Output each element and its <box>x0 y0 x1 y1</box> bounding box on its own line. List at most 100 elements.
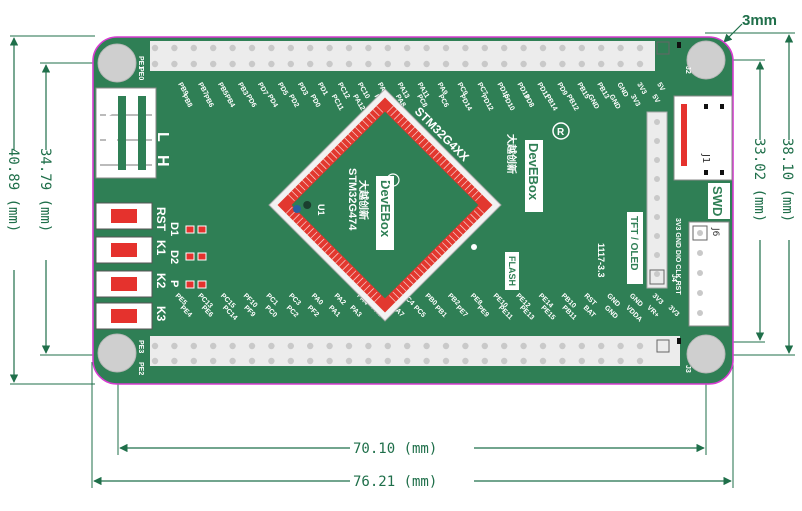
pin-hole <box>520 44 527 52</box>
pin-hole <box>559 357 566 365</box>
pin-label: 5V <box>655 82 666 93</box>
j3-label: J3 <box>684 365 691 373</box>
swd-pin-labels: 3V3 GND DIO CLK RST <box>674 218 681 295</box>
pin-hole <box>171 342 178 350</box>
pin-hole <box>578 342 585 350</box>
pin-hole <box>442 342 450 350</box>
tft-pin-hole <box>654 119 660 125</box>
pin-hole <box>423 357 430 365</box>
pin-hole <box>617 342 624 350</box>
pin-hole <box>598 44 605 52</box>
j1-label: J1 <box>700 153 711 163</box>
pin-hole <box>287 357 294 365</box>
pin-hole <box>229 357 236 365</box>
pin-hole <box>151 342 159 350</box>
chip-lead-stripes <box>285 105 485 303</box>
pin-hole <box>462 60 469 68</box>
d2-label: D2 <box>168 250 180 264</box>
swd-pin-hole <box>697 290 703 296</box>
pin-hole <box>190 357 197 365</box>
pin-hole <box>268 44 275 52</box>
hole-size-label: 3mm <box>742 12 777 29</box>
j2-pin1-square <box>656 41 670 55</box>
pin-hole <box>307 357 314 365</box>
pin-hole <box>423 44 430 52</box>
pin-hole <box>326 342 333 350</box>
tft-label: TFT / OLED <box>628 216 639 270</box>
swd-pin-hole <box>697 270 703 276</box>
pin-hole <box>520 60 527 68</box>
pin-hole <box>229 44 236 52</box>
chip-u1-label: U1 <box>316 204 326 216</box>
pin-hole <box>501 357 508 365</box>
usb-connector-j1 <box>673 95 733 181</box>
pin-hole <box>210 357 217 365</box>
pin-hole <box>287 342 294 350</box>
can-fd-label: CAN_FD <box>102 94 119 159</box>
pin-hole <box>151 60 159 68</box>
chip-brand-label: DevEBox <box>378 180 393 238</box>
hole-callout-arrow <box>723 23 743 43</box>
pin-hole <box>481 60 488 68</box>
pin-hole <box>345 44 353 52</box>
j3-pin1-square <box>656 339 670 353</box>
pin-hole <box>307 60 314 68</box>
pin-hole <box>501 342 508 350</box>
pin-hole <box>636 342 644 350</box>
p-label: P <box>168 280 180 287</box>
buttons <box>95 202 153 330</box>
header-pin-holes <box>151 44 644 365</box>
pin-hole <box>326 357 333 365</box>
pin-hole <box>326 60 333 68</box>
pin-hole <box>404 44 411 52</box>
right-outer-height-label: 38.10 (mm) <box>779 138 795 222</box>
swd-pin-hole <box>697 250 703 256</box>
pin-hole <box>384 342 391 350</box>
pe1-label: PE1 <box>137 56 144 69</box>
flash-label: FLASH <box>507 256 517 286</box>
flash-label-box <box>505 252 519 290</box>
pin-hole <box>462 44 469 52</box>
chip-model-label: STM32G474 <box>346 168 358 231</box>
pin-hole <box>559 60 566 68</box>
regulator-label: 1117-3.3 <box>596 243 606 278</box>
pin-hole <box>636 44 644 52</box>
pin-hole <box>559 342 566 350</box>
pin-hole <box>229 60 236 68</box>
pin-hole <box>578 357 585 365</box>
pin-hole <box>365 44 372 52</box>
pin-hole <box>578 44 585 52</box>
tft-pin-hole <box>654 195 660 201</box>
pin-hole <box>559 44 566 52</box>
k3-label: K3 <box>154 306 168 322</box>
pin-hole <box>190 44 197 52</box>
swd-header-j6 <box>688 221 730 327</box>
can-h-label: H <box>154 155 171 167</box>
pin-hole <box>365 60 372 68</box>
registered-mark <box>552 122 570 140</box>
swd-label: SWD <box>710 186 725 216</box>
pin-hole <box>287 60 294 68</box>
pin-hole <box>268 342 275 350</box>
brand-logo-label: DevEBox <box>526 143 541 201</box>
pin-hole <box>423 60 430 68</box>
pin-label: 5V <box>650 94 661 105</box>
pin-hole <box>190 60 197 68</box>
outer-height-label: 40.89 (mm) <box>5 148 21 232</box>
pin-hole <box>248 60 256 68</box>
inner-height-label: 34.79 (mm) <box>37 148 53 232</box>
pin-hole <box>151 357 159 365</box>
registered-mark-chip <box>386 173 400 187</box>
pin-hole <box>539 357 547 365</box>
pin-hole <box>520 357 527 365</box>
pin-hole <box>598 60 605 68</box>
pin-hole <box>345 342 353 350</box>
pin-hole <box>210 60 217 68</box>
pin-hole <box>171 357 178 365</box>
pin-hole <box>326 44 333 52</box>
pin-hole <box>636 60 644 68</box>
leds <box>185 225 207 289</box>
pin-hole <box>578 60 585 68</box>
tft-pin-hole <box>654 214 660 220</box>
